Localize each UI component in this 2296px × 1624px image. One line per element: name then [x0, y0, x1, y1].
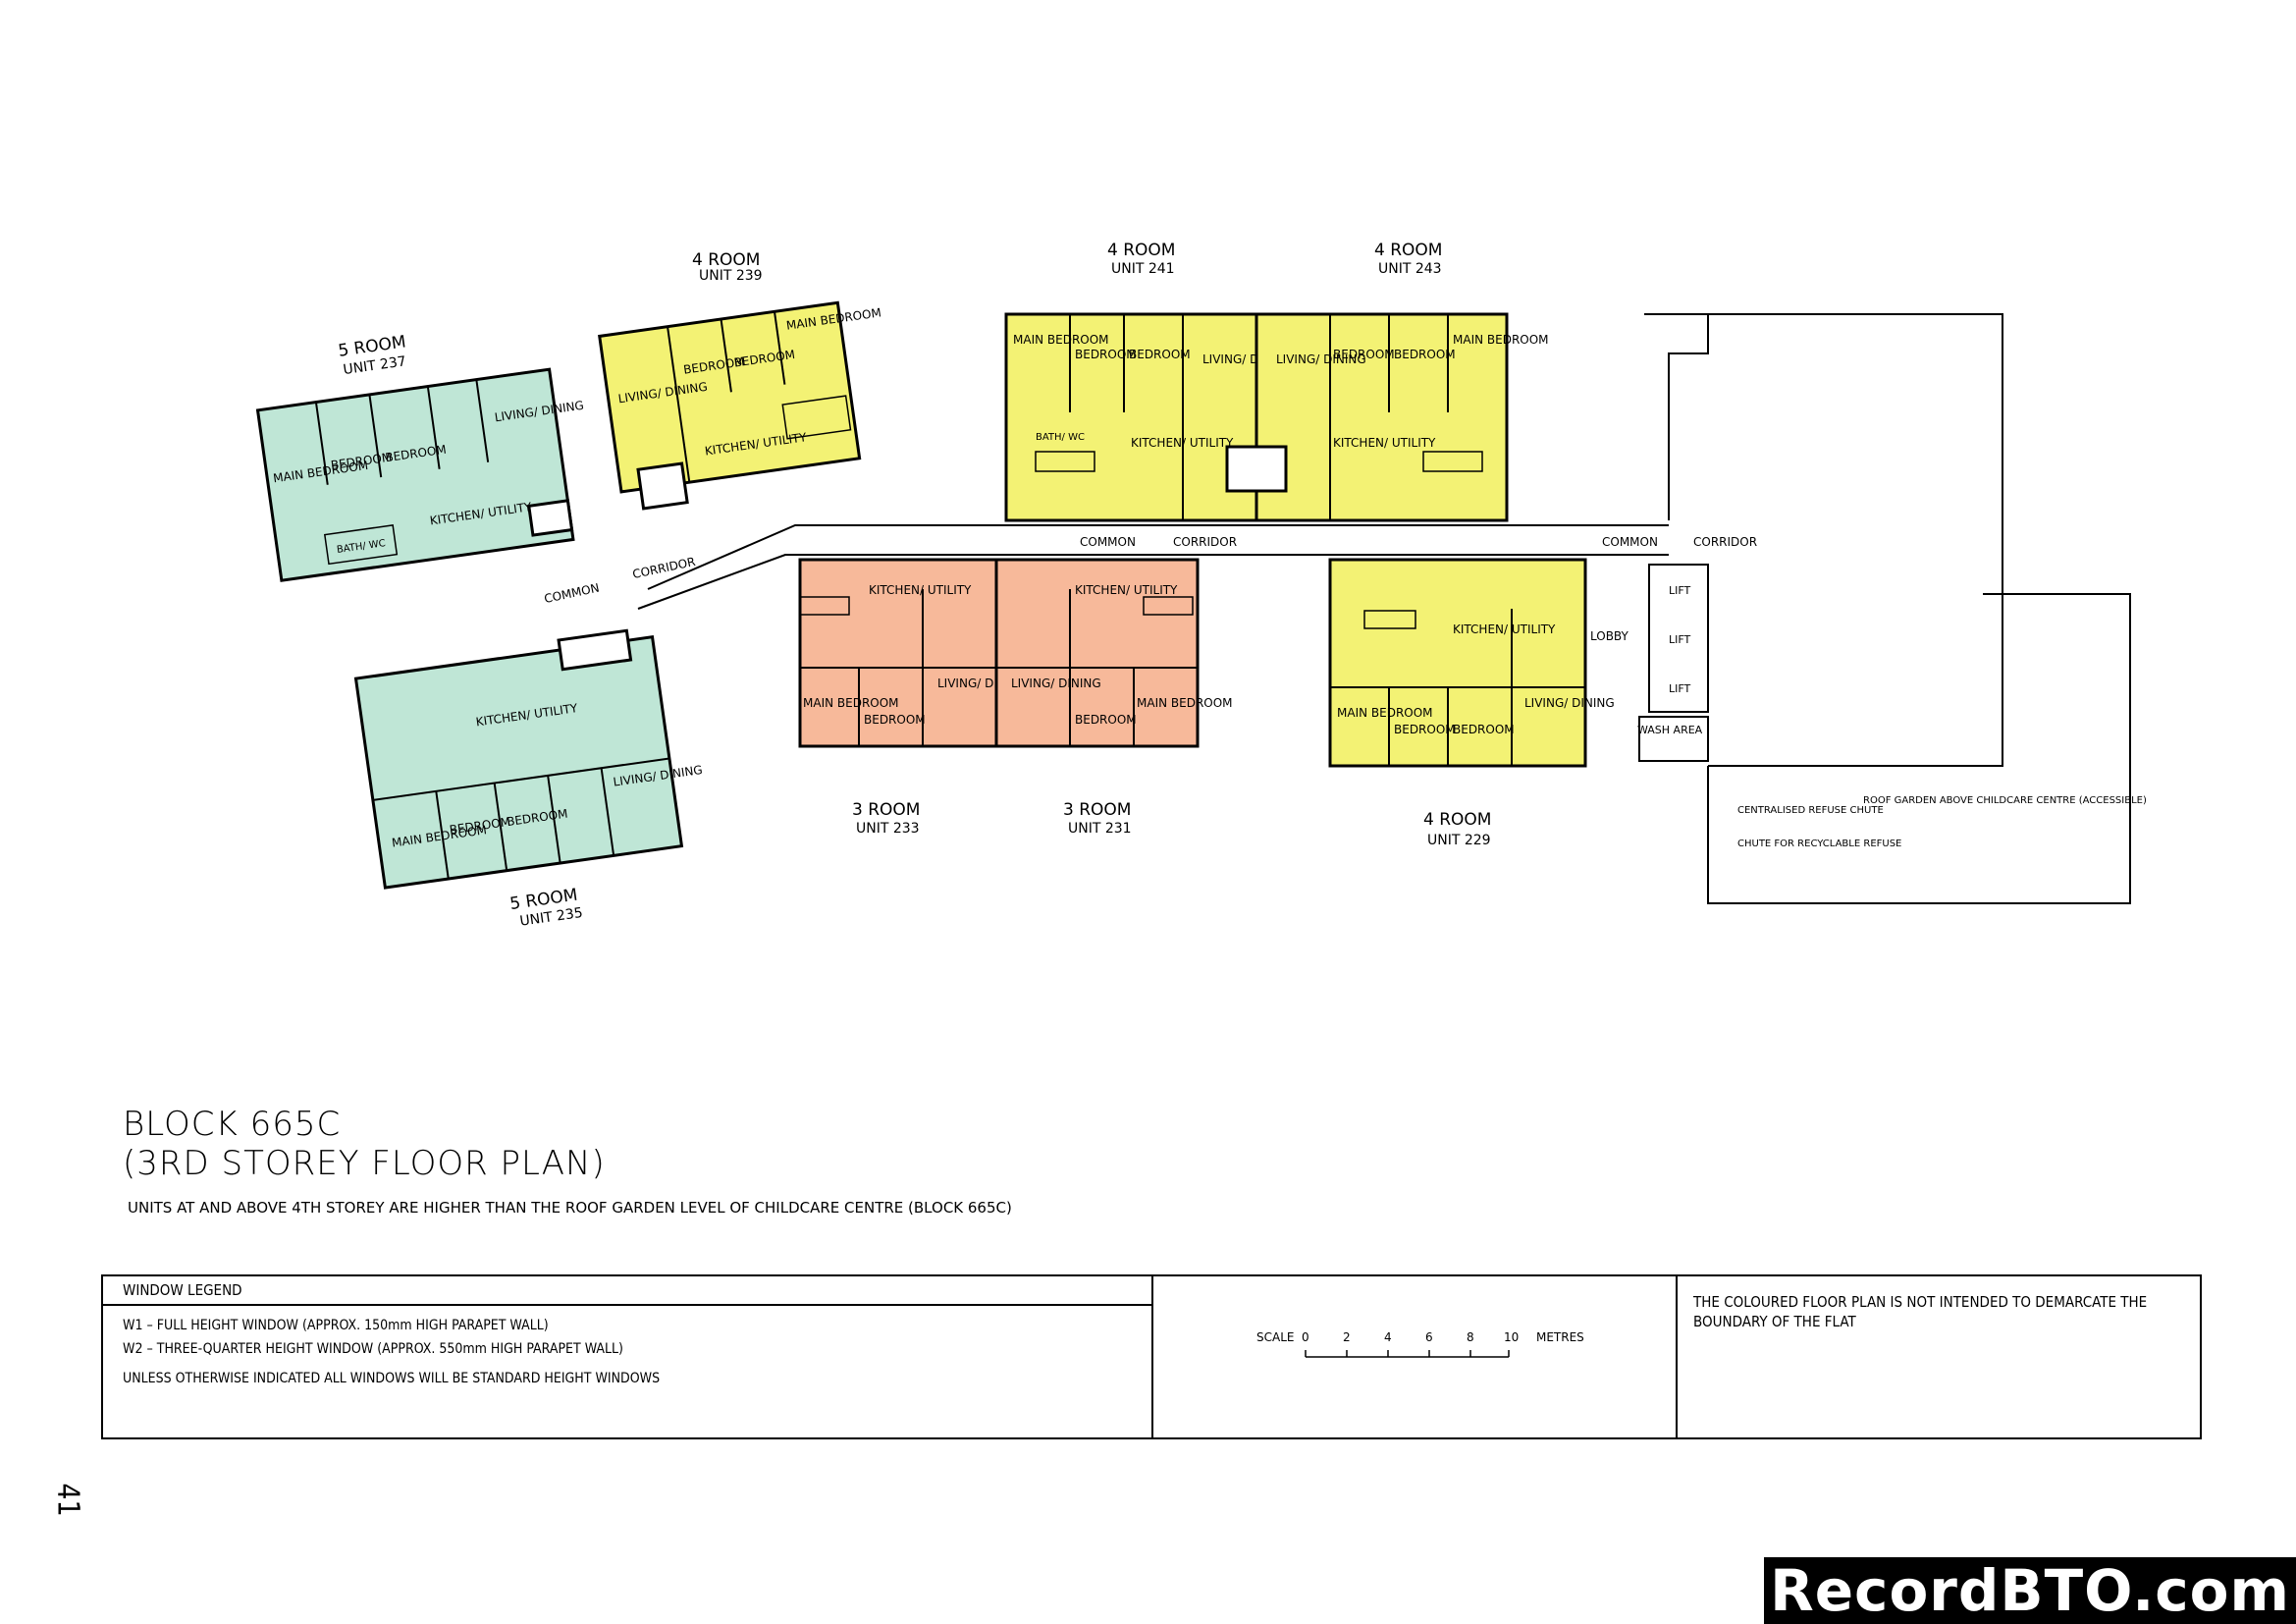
unit-233-number: UNIT 233 — [856, 821, 920, 837]
scale-tick: 4 — [1384, 1330, 1392, 1344]
unit-233-type: 3 ROOM — [852, 800, 920, 820]
unit-237-plan: MAIN BEDROOM BEDROOM BEDROOM LIVING/ DIN… — [255, 367, 585, 582]
room-label: KITCHEN/ UTILITY — [1131, 436, 1234, 450]
brand-watermark: RecordBTO.com — [1764, 1557, 2296, 1624]
scale-bar-graphic: SCALE 0 2 4 6 8 10 METRES — [1256, 1330, 1584, 1358]
unit-241-plan: MAIN BEDROOM BEDROOM BEDROOM LIVING/ DIN… — [1004, 312, 1293, 522]
w1-description: W1 – FULL HEIGHT WINDOW (APPROX. 150mm H… — [123, 1318, 549, 1333]
room-label: BEDROOM — [864, 713, 926, 727]
scale-tick: 10 — [1504, 1330, 1519, 1344]
corridor-label: CORRIDOR — [1173, 535, 1237, 549]
lift-label: LIFT — [1669, 584, 1691, 597]
room-label: BEDROOM — [1333, 348, 1395, 361]
room-label: BEDROOM — [1075, 348, 1137, 361]
refuse-chute-label: CENTRALISED REFUSE CHUTE — [1737, 805, 1884, 816]
scale-bar: SCALE 0 2 4 6 8 10 METRES — [1153, 1276, 1678, 1437]
room-label: LIVING/ DINING — [1011, 677, 1101, 690]
room-label: MAIN BEDROOM — [1453, 333, 1549, 347]
room-label: MAIN BEDROOM — [1337, 706, 1433, 720]
room-label: MAIN BEDROOM — [1137, 696, 1233, 710]
unit-235-plan: MAIN BEDROOM BEDROOM BEDROOM LIVING/ DIN… — [353, 628, 704, 890]
unit-243-number: UNIT 243 — [1378, 261, 1442, 277]
storey-note: UNITS AT AND ABOVE 4TH STOREY ARE HIGHER… — [128, 1199, 1012, 1217]
scale-tick: 8 — [1467, 1330, 1474, 1344]
room-label: LIVING/ DINING — [1524, 696, 1615, 710]
recycle-chute-label: CHUTE FOR RECYCLABLE REFUSE — [1737, 839, 1901, 849]
window-legend: WINDOW LEGEND W1 – FULL HEIGHT WINDOW (A… — [103, 1276, 1153, 1437]
room-label: KITCHEN/ UTILITY — [1453, 623, 1556, 636]
room-label: KITCHEN/ UTILITY — [1075, 583, 1178, 597]
unit-241-type: 4 ROOM — [1107, 241, 1175, 260]
legend-table: WINDOW LEGEND W1 – FULL HEIGHT WINDOW (A… — [101, 1274, 2202, 1439]
lobby-label: LOBBY — [1590, 629, 1629, 643]
room-label: BEDROOM — [1394, 723, 1456, 736]
corridor-label: COMMON — [1080, 535, 1136, 549]
unit-231-type: 3 ROOM — [1063, 800, 1131, 820]
unit-243-type: 4 ROOM — [1374, 241, 1442, 260]
room-label: MAIN BEDROOM — [803, 696, 899, 710]
standard-window-note: UNLESS OTHERWISE INDICATED ALL WINDOWS W… — [123, 1371, 661, 1386]
corridor-label: CORRIDOR — [1693, 535, 1757, 549]
room-label: LIVING/ DINING — [1276, 352, 1366, 366]
unit-243-plan: LIVING/ DINING BEDROOM BEDROOM MAIN BEDR… — [1225, 312, 1549, 522]
boundary-disclaimer: THE COLOURED FLOOR PLAN IS NOT INTENDED … — [1693, 1293, 2148, 1330]
unit-241-number: UNIT 241 — [1111, 261, 1175, 277]
room-label: KITCHEN/ UTILITY — [1333, 436, 1436, 450]
room-label: BEDROOM — [1075, 713, 1137, 727]
scale-tick: 6 — [1425, 1330, 1433, 1344]
unit-231-number: UNIT 231 — [1068, 821, 1132, 837]
room-label: BATH/ WC — [1036, 432, 1085, 443]
window-legend-heading: WINDOW LEGEND — [103, 1276, 1151, 1306]
unit-239-number: UNIT 239 — [699, 268, 763, 284]
unit-229-plan: KITCHEN/ UTILITY MAIN BEDROOM BEDROOM BE… — [1328, 558, 1615, 768]
room-label: BEDROOM — [1394, 348, 1456, 361]
unit-239-type: 4 ROOM — [692, 250, 760, 270]
unit-233-plan: KITCHEN/ UTILITY MAIN BEDROOM BEDROOM LI… — [798, 558, 1028, 748]
plan-title-storey: (3RD STOREY FLOOR PLAN) — [123, 1144, 606, 1183]
unit-239-plan: LIVING/ DINING BEDROOM BEDROOM MAIN BEDR… — [598, 300, 882, 511]
room-label: MAIN BEDROOM — [1013, 333, 1109, 347]
page-number: 41 — [50, 1483, 85, 1517]
corridor-label: COMMON — [1602, 535, 1658, 549]
corridor-label: COMMON — [543, 581, 601, 607]
lift-label: LIFT — [1669, 682, 1691, 695]
scale-tick: 0 — [1302, 1330, 1309, 1344]
unit-229-type: 4 ROOM — [1423, 810, 1491, 830]
room-label: BEDROOM — [1129, 348, 1191, 361]
room-label: KITCHEN/ UTILITY — [869, 583, 972, 597]
w2-description: W2 – THREE-QUARTER HEIGHT WINDOW (APPROX… — [123, 1341, 623, 1357]
lift-label: LIFT — [1669, 633, 1691, 646]
scale-tick: 2 — [1343, 1330, 1351, 1344]
lift-core — [1638, 313, 1709, 762]
plan-title-block: BLOCK 665C — [123, 1105, 342, 1144]
roof-garden-label: ROOF GARDEN ABOVE CHILDCARE CENTRE (ACCE… — [1863, 795, 2147, 806]
wash-area-label: WASH AREA — [1637, 724, 1703, 736]
common-corridor — [637, 524, 1669, 610]
room-label: BEDROOM — [1453, 723, 1515, 736]
childcare-roof-outline — [1707, 313, 2131, 904]
scale-unit: METRES — [1536, 1330, 1584, 1344]
unit-229-number: UNIT 229 — [1427, 833, 1491, 848]
scale-label: SCALE — [1256, 1330, 1294, 1344]
corridor-label: CORRIDOR — [631, 555, 697, 581]
unit-231-plan: KITCHEN/ UTILITY LIVING/ DINING BEDROOM … — [994, 558, 1233, 748]
